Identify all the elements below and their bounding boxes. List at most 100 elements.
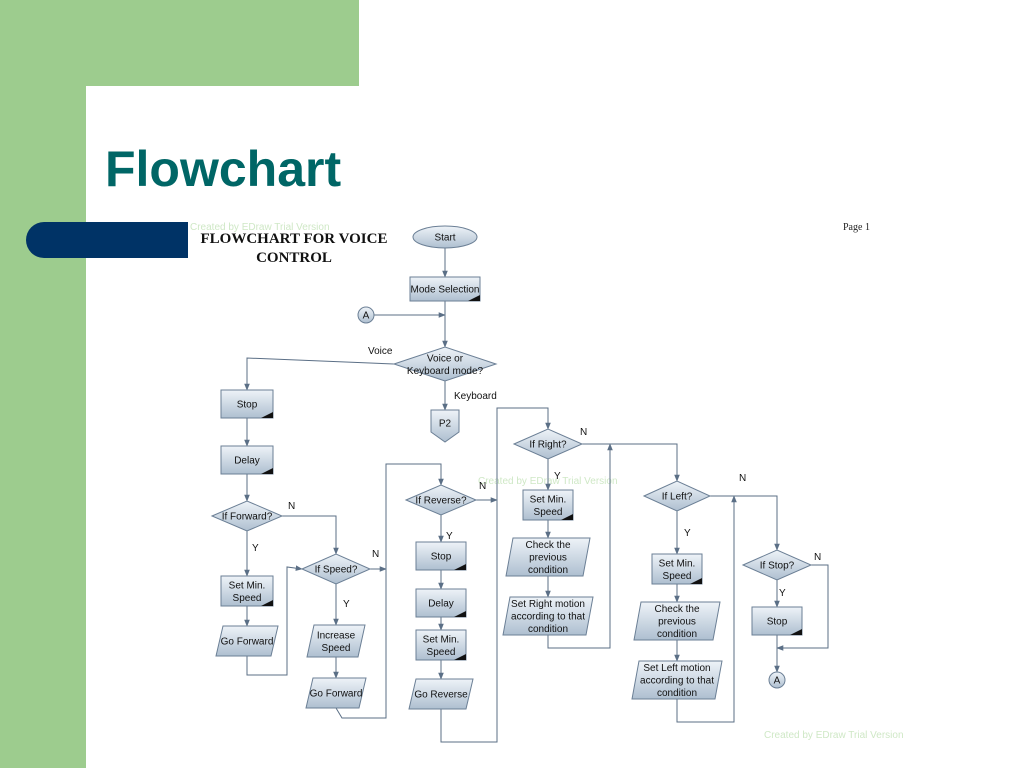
title-accent-bar [26,222,188,258]
edge-label-speed-n: N [372,549,379,560]
node-if-left: If Left? [642,480,712,512]
node-set-min-speed-4: Set Min. Speed [651,553,703,585]
svg-text:according to that: according to that [640,676,714,687]
svg-text:If Reverse?: If Reverse? [415,496,467,507]
node-voice-or-keyboard: Voice or Keyboard mode? [392,346,498,382]
node-start: Start [412,225,478,249]
svg-text:Go Forward: Go Forward [221,637,274,648]
svg-text:Set Left motion: Set Left motion [643,663,710,674]
svg-text:Set Min.: Set Min. [530,494,567,505]
edge-stop-n-loop [776,564,829,651]
svg-text:Speed: Speed [233,593,262,604]
edge-left-n [710,495,780,551]
edge-label-voice: Voice [368,346,393,357]
svg-text:Speed: Speed [663,571,692,582]
node-go-forward-1: Go Forward [215,625,279,657]
svg-text:Mode Selection: Mode Selection [411,285,480,296]
svg-text:Start: Start [434,233,455,244]
node-go-reverse: Go Reverse [408,678,474,710]
node-if-stop: If Stop? [741,549,813,581]
node-set-min-speed-1: Set Min. Speed [220,575,274,607]
svg-text:Delay: Delay [234,456,260,467]
svg-text:condition: condition [528,624,568,635]
svg-text:condition: condition [657,629,697,640]
svg-text:If Forward?: If Forward? [222,512,273,523]
node-connector-a-top: A [357,306,375,324]
node-stop-2: Stop [415,541,467,571]
svg-text:Stop: Stop [767,617,788,628]
svg-text:Voice or: Voice or [427,353,464,364]
edge-label-forward-y: Y [252,543,259,554]
edge-label-left-n: N [739,473,746,484]
edge-setleft-loop [676,495,737,723]
edge-label-reverse-n: N [479,481,486,492]
background-green-top [0,0,359,86]
svg-text:Speed: Speed [534,507,563,518]
svg-text:Go Reverse: Go Reverse [414,690,468,701]
node-delay-2: Delay [415,588,467,618]
svg-text:according to that: according to that [511,612,585,623]
node-mode-selection: Mode Selection [409,276,481,302]
edge-goforward1-loop [246,565,303,676]
flowchart-title: FLOWCHART FOR VOICE CONTROL [200,231,388,266]
node-p2: P2 [430,409,460,443]
edge-label-right-y: Y [554,471,561,482]
node-if-forward: If Forward? [210,500,284,532]
edge-label-stop-n: N [814,552,821,563]
node-set-min-speed-2: Set Min. Speed [415,629,467,661]
svg-text:Set Right motion: Set Right motion [511,599,585,610]
watermark-top: Created by EDraw Trial Version [190,222,330,233]
svg-text:A: A [774,676,781,687]
svg-text:condition: condition [657,688,697,699]
svg-text:Increase: Increase [317,630,356,641]
edge-setright-loop [547,443,613,649]
edge-label-right-n: N [580,427,587,438]
svg-text:Stop: Stop [237,400,258,411]
svg-text:Go Forward: Go Forward [310,689,363,700]
node-set-left-motion: Set Left motion according to thatconditio… [631,660,723,700]
edge-label-stop-y: Y [779,588,786,599]
node-if-speed: If Speed? [300,553,372,585]
svg-text:Set Min.: Set Min. [229,580,266,591]
edge-goreverse-loop [440,407,551,743]
svg-text:Delay: Delay [428,599,454,610]
svg-text:condition: condition [528,565,568,576]
edge-right-n [582,443,680,482]
node-stop-1: Stop [220,389,274,419]
svg-text:Set Min.: Set Min. [423,634,460,645]
node-if-reverse: If Reverse? [404,484,478,516]
background-green-left [0,0,86,768]
edge-goforward2-loop [335,463,444,719]
svg-text:Check the: Check the [654,604,699,615]
svg-text:Stop: Stop [431,552,452,563]
svg-text:previous: previous [529,553,567,564]
node-stop-3: Stop [751,606,803,636]
edge-label-speed-y: Y [343,599,350,610]
svg-text:Keyboard mode?: Keyboard mode? [407,366,484,377]
svg-text:If Stop?: If Stop? [760,561,795,572]
edge-forward-n [282,515,339,555]
node-if-right: If Right? [512,428,584,460]
edge-label-left-y: Y [684,528,691,539]
svg-text:Speed: Speed [427,647,456,658]
svg-text:Set Min.: Set Min. [659,558,696,569]
node-go-forward-2: Go Forward [305,677,367,709]
svg-text:Speed: Speed [322,643,351,654]
watermark-bottom: Created by EDraw Trial Version [764,730,904,741]
edge-label-keyboard: Keyboard [454,391,497,402]
svg-text:P2: P2 [439,419,452,430]
svg-text:previous: previous [658,617,696,628]
node-connector-a-bottom: A [768,671,786,689]
svg-text:If Speed?: If Speed? [315,565,358,576]
edge-label-reverse-y: Y [446,531,453,542]
svg-text:If Right?: If Right? [529,440,567,451]
svg-text:Check the: Check the [525,540,570,551]
svg-text:If Left?: If Left? [662,492,693,503]
edge-decision-voice [244,357,395,391]
edge-label-forward-n: N [288,501,295,512]
node-set-right-motion: Set Right motion according to thatconditi… [502,596,594,636]
